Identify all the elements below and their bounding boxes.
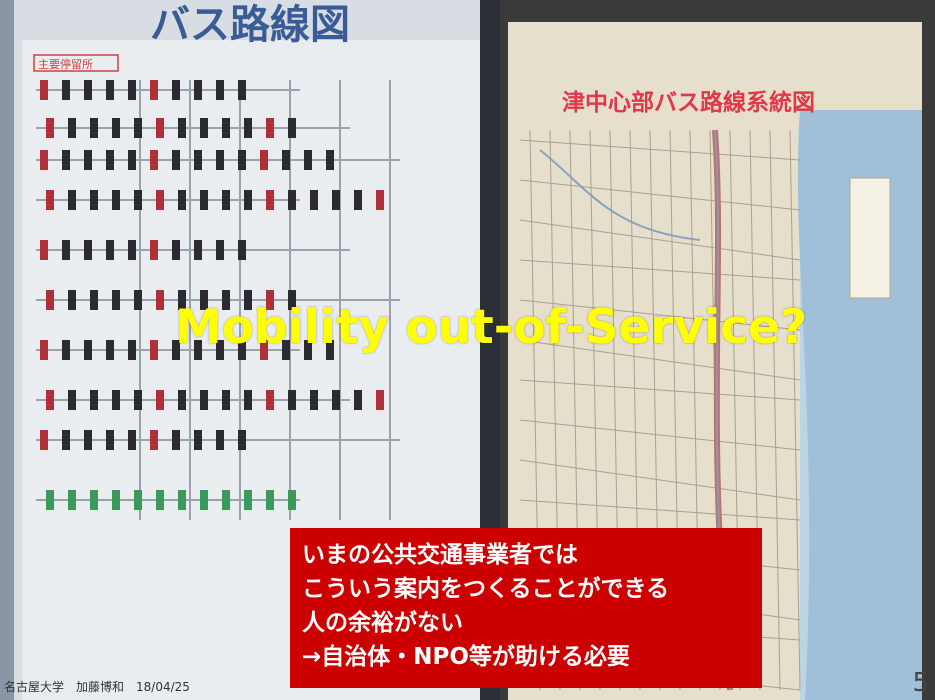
board-legend-label: 主要停留所	[38, 57, 93, 71]
slide-headline: Mobility out-of-Service?	[175, 300, 808, 355]
callout-line: いまの公共交通事業者では	[302, 542, 578, 568]
callout-line: こういう案内をつくることができる	[302, 576, 670, 602]
callout-box: いまの公共交通事業者では こういう案内をつくることができる 人の余裕がない →自…	[290, 528, 762, 688]
board-title: バス路線図	[150, 2, 350, 48]
city-bus-map-image: 津中心部バス路線系統図	[500, 0, 935, 700]
city-bus-map-photo: 津中心部バス路線系統図	[500, 0, 935, 700]
callout-line: →自治体・NPO等が助ける必要	[302, 644, 630, 670]
page-number: 5	[912, 668, 929, 698]
callout-line: 人の余裕がない	[302, 610, 463, 636]
bus-route-board-photo: バス路線図 主要停留所	[0, 0, 500, 700]
slide-footer: 名古屋大学 加藤博和 18/04/25	[4, 680, 190, 694]
map-title: 津中心部バス路線系統図	[562, 89, 815, 116]
bus-route-board-image: バス路線図 主要停留所	[0, 0, 500, 700]
